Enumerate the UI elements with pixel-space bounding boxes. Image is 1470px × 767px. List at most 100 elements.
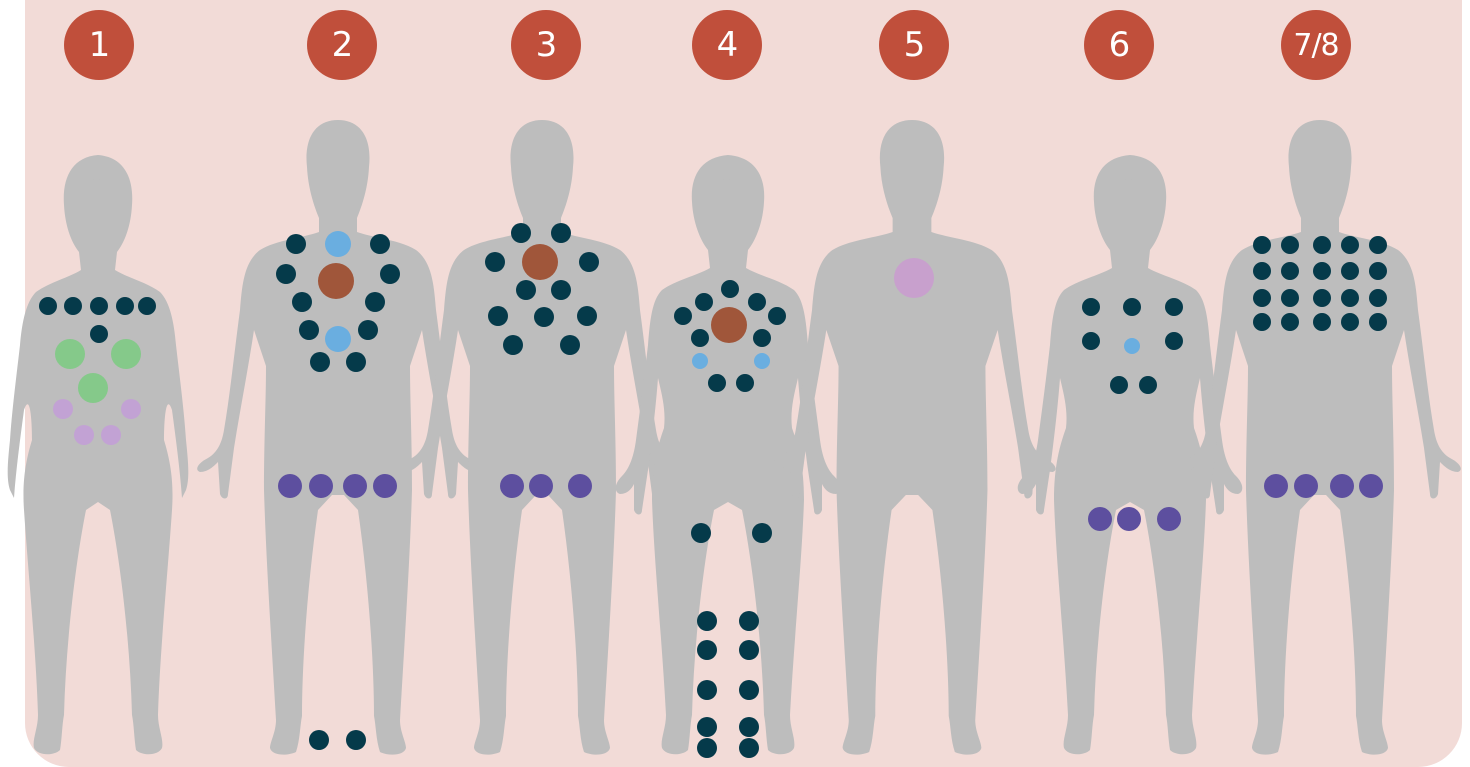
- marker-dot: [500, 474, 524, 498]
- marker-dot: [1369, 313, 1387, 331]
- marker-dot: [310, 352, 330, 372]
- marker-dot: [752, 523, 772, 543]
- marker-dot: [511, 223, 531, 243]
- marker-dot: [53, 399, 73, 419]
- marker-dot: [721, 280, 739, 298]
- marker-dot: [485, 252, 505, 272]
- marker-dot: [1165, 298, 1183, 316]
- marker-dot: [299, 320, 319, 340]
- marker-dot: [711, 307, 747, 343]
- marker-dot: [1313, 236, 1331, 254]
- marker-dot: [529, 474, 553, 498]
- marker-dot: [1330, 474, 1354, 498]
- marker-dot: [1294, 474, 1318, 498]
- marker-dot: [1369, 262, 1387, 280]
- marker-dot: [551, 280, 571, 300]
- marker-dot: [1313, 262, 1331, 280]
- marker-dot: [1359, 474, 1383, 498]
- marker-dot: [1264, 474, 1288, 498]
- marker-dot: [534, 307, 554, 327]
- marker-dot: [309, 730, 329, 750]
- marker-dot: [292, 292, 312, 312]
- marker-dot: [370, 234, 390, 254]
- marker-dot: [309, 474, 333, 498]
- marker-dot: [1124, 338, 1140, 354]
- marker-dot: [739, 717, 759, 737]
- marker-dot: [278, 474, 302, 498]
- marker-dot: [1341, 236, 1359, 254]
- marker-dot: [768, 307, 786, 325]
- marker-dot: [1341, 289, 1359, 307]
- marker-dot: [691, 329, 709, 347]
- marker-dot: [503, 335, 523, 355]
- marker-dot: [373, 474, 397, 498]
- marker-dot: [365, 292, 385, 312]
- marker-dot: [674, 307, 692, 325]
- marker-dot: [691, 523, 711, 543]
- marker-dot: [736, 374, 754, 392]
- marker-dot: [551, 223, 571, 243]
- marker-dot: [1341, 262, 1359, 280]
- marker-dot: [78, 373, 108, 403]
- marker-dot: [1123, 298, 1141, 316]
- marker-dot: [1117, 507, 1141, 531]
- marker-dot: [346, 730, 366, 750]
- marker-dot: [1088, 507, 1112, 531]
- marker-dot: [1253, 262, 1271, 280]
- marker-dot: [754, 353, 770, 369]
- marker-dot: [1157, 507, 1181, 531]
- marker-dot: [121, 399, 141, 419]
- marker-dot: [1082, 298, 1100, 316]
- marker-dot: [1165, 332, 1183, 350]
- marker-dot: [74, 425, 94, 445]
- marker-dot: [894, 258, 934, 298]
- marker-dot: [358, 320, 378, 340]
- marker-dot: [346, 352, 366, 372]
- marker-dot: [579, 252, 599, 272]
- marker-dot: [111, 339, 141, 369]
- marker-dot: [739, 640, 759, 660]
- marker-dot: [739, 611, 759, 631]
- marker-dot: [1253, 289, 1271, 307]
- marker-dot: [380, 264, 400, 284]
- marker-dot: [748, 293, 766, 311]
- marker-dot: [753, 329, 771, 347]
- marker-dot: [1110, 376, 1128, 394]
- marker-dot: [697, 717, 717, 737]
- marker-dot: [568, 474, 592, 498]
- marker-dot: [697, 640, 717, 660]
- marker-dot: [325, 326, 351, 352]
- marker-dot: [138, 297, 156, 315]
- marker-dot: [739, 680, 759, 700]
- marker-dot: [1082, 332, 1100, 350]
- marker-dot: [1313, 313, 1331, 331]
- marker-dot: [1281, 289, 1299, 307]
- marker-dot: [516, 280, 536, 300]
- marker-dot: [697, 611, 717, 631]
- marker-dot: [697, 680, 717, 700]
- marker-dot: [1341, 313, 1359, 331]
- marker-dot: [343, 474, 367, 498]
- marker-dot: [1369, 289, 1387, 307]
- marker-dot: [1281, 262, 1299, 280]
- marker-dot: [286, 234, 306, 254]
- marker-dot: [1313, 289, 1331, 307]
- marker-dot: [692, 353, 708, 369]
- figure-1-silhouette: [8, 155, 189, 754]
- marker-dot: [1281, 313, 1299, 331]
- marker-dot: [488, 306, 508, 326]
- marker-dot: [708, 374, 726, 392]
- marker-dot: [39, 297, 57, 315]
- marker-dot: [64, 297, 82, 315]
- marker-dot: [1253, 313, 1271, 331]
- marker-dot: [577, 306, 597, 326]
- marker-dot: [90, 325, 108, 343]
- marker-dot: [522, 244, 558, 280]
- marker-dot: [116, 297, 134, 315]
- marker-dot: [276, 264, 296, 284]
- marker-dot: [1253, 236, 1271, 254]
- marker-dot: [1139, 376, 1157, 394]
- marker-dot: [560, 335, 580, 355]
- marker-dot: [739, 738, 759, 758]
